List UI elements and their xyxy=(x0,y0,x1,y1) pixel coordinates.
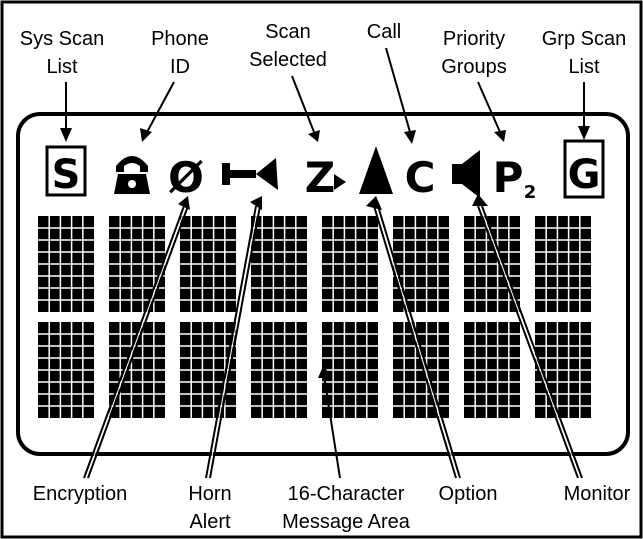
message-character-cell xyxy=(109,216,165,312)
svg-text:P: P xyxy=(493,153,524,202)
bottom-leaders xyxy=(83,205,583,479)
message-character-cell xyxy=(393,322,449,418)
label-priority-groups-line1: Priority xyxy=(443,28,505,50)
label-sys-scan-line1: Sys Scan xyxy=(20,28,104,50)
lcd-display xyxy=(16,112,630,456)
label-phone-id-line2: ID xyxy=(170,56,190,78)
label-horn-alert-line2: Alert xyxy=(189,511,231,533)
label-monitor: Monitor xyxy=(564,483,631,505)
message-character-cell xyxy=(251,216,307,312)
message-character-cell xyxy=(535,216,591,312)
top-arrows xyxy=(60,47,590,144)
monitor-speaker-icon xyxy=(452,150,480,198)
priority-icon: P 2 xyxy=(493,153,537,203)
label-grp-scan-line2: List xyxy=(568,56,600,78)
scan-selected-icon: Z xyxy=(305,153,346,202)
label-scan-selected-line2: Selected xyxy=(249,49,327,71)
message-character-cell xyxy=(322,216,378,312)
label-grp-scan-line1: Grp Scan xyxy=(542,28,626,50)
message-character-cell xyxy=(38,216,94,312)
svg-text:G: G xyxy=(568,152,601,198)
svg-text:2: 2 xyxy=(524,182,537,203)
message-character-cell xyxy=(38,322,94,418)
message-character-cell xyxy=(251,322,307,418)
label-horn-alert-line1: Horn xyxy=(188,483,231,505)
option-triangle-icon xyxy=(359,146,393,194)
message-character-cell xyxy=(322,322,378,418)
svg-text:Z: Z xyxy=(305,153,335,202)
message-character-cell xyxy=(180,216,236,312)
label-message-area-line2: Message Area xyxy=(282,511,411,533)
call-icon: C xyxy=(405,153,436,202)
svg-text:S: S xyxy=(52,152,81,198)
message-character-cell xyxy=(393,216,449,312)
bottom-arrowheads xyxy=(178,194,488,378)
phone-icon xyxy=(114,156,150,194)
sys-scan-icon: S xyxy=(45,145,87,198)
label-call: Call xyxy=(367,21,401,43)
grp-scan-icon: G xyxy=(563,139,605,199)
message-character-cell xyxy=(535,322,591,418)
message-character-cell xyxy=(464,322,520,418)
encryption-icon: Ø xyxy=(168,153,204,202)
label-sys-scan-line2: List xyxy=(46,56,78,78)
label-encryption: Encryption xyxy=(33,483,128,505)
label-option: Option xyxy=(439,483,498,505)
horn-icon xyxy=(222,158,278,190)
label-priority-groups-line2: Groups xyxy=(441,56,507,78)
label-phone-id-line1: Phone xyxy=(151,28,209,50)
label-message-area-line1: 16-Character xyxy=(288,483,405,505)
label-scan-selected-line1: Scan xyxy=(265,21,311,43)
